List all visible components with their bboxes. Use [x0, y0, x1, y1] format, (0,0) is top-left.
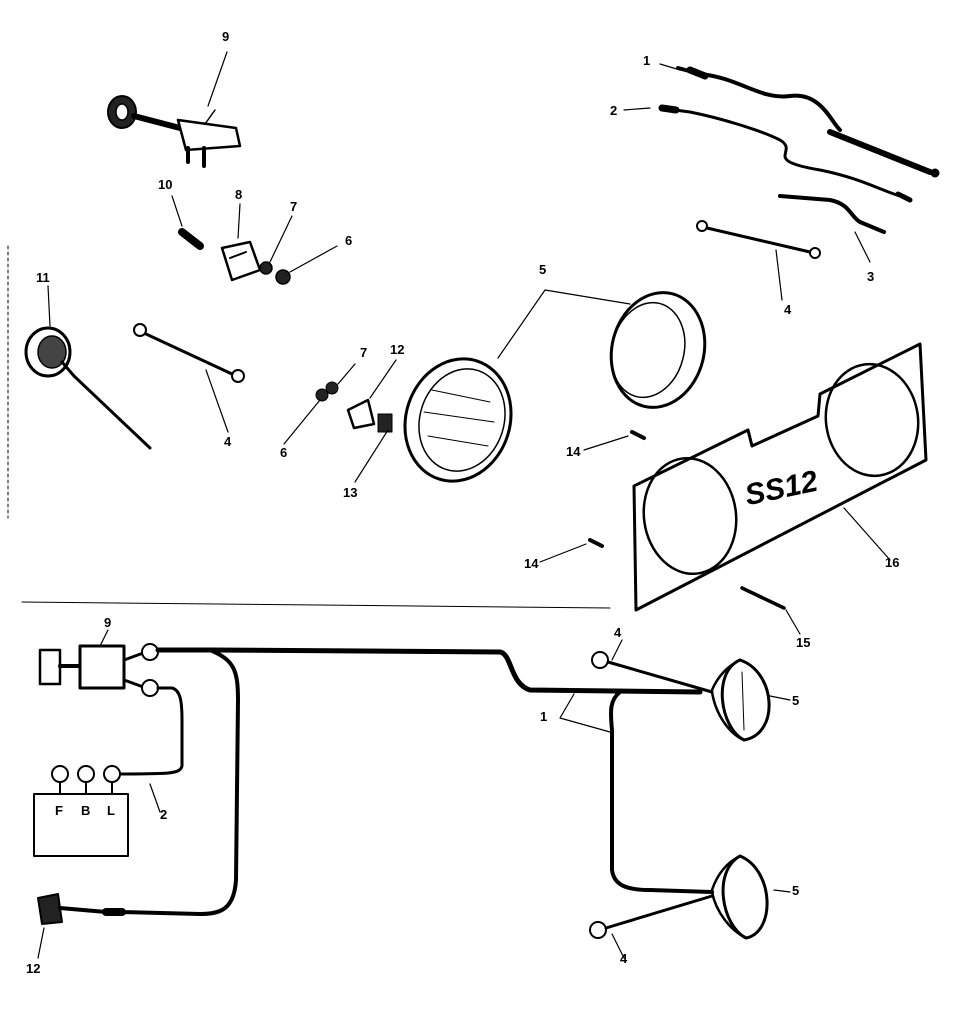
bolt-10	[178, 228, 204, 250]
callout-15: 15	[796, 635, 811, 650]
callout-13: 13	[343, 485, 358, 500]
callout-6-mid: 6	[280, 445, 288, 460]
callout-5-br2: 5	[792, 883, 800, 898]
callout-4-mid: 4	[224, 434, 232, 449]
callout-5-br1: 5	[792, 693, 800, 708]
callout-2-top: 2	[610, 103, 618, 118]
light-switch	[107, 95, 242, 168]
block-13	[377, 413, 393, 433]
callout-5-top: 5	[539, 262, 547, 277]
callout-12-mid: 12	[390, 342, 405, 357]
callout-4-top: 4	[784, 302, 792, 317]
callout-10: 10	[158, 177, 173, 192]
leader-lines-upper	[47, 51, 891, 635]
washer-6-mid	[315, 388, 329, 402]
callout-9-bottom: 9	[104, 615, 112, 630]
terminal-b: B	[81, 803, 91, 818]
callout-14-b: 14	[524, 556, 539, 571]
lamp-socket	[24, 326, 152, 450]
washer-6	[275, 269, 291, 285]
nut-7	[259, 261, 273, 275]
nut-7-mid	[325, 381, 339, 395]
callout-16: 16	[885, 555, 900, 570]
callout-12-bottom: 12	[26, 961, 41, 976]
callout-9-top: 9	[222, 29, 230, 44]
wiring-schematic	[33, 643, 771, 940]
callout-7-mid: 7	[360, 345, 368, 360]
divider	[21, 601, 611, 609]
callout-11: 11	[36, 270, 50, 285]
callout-8: 8	[235, 187, 243, 202]
callout-4-br2: 4	[620, 951, 628, 966]
callout-3: 3	[867, 269, 875, 284]
terminal-l: L	[107, 803, 115, 818]
callout-6-top: 6	[345, 233, 353, 248]
callout-7-top: 7	[290, 199, 298, 214]
wire-top	[696, 220, 821, 259]
lamp-rear	[609, 291, 707, 409]
lamp-panel	[632, 342, 928, 612]
screw-14-a	[630, 430, 646, 440]
callout-1-top: 1	[643, 53, 651, 68]
lamp-front	[403, 357, 513, 483]
wire-middle	[133, 323, 245, 383]
callout-4-br1: 4	[614, 625, 622, 640]
callout-2-bottom: 2	[160, 807, 168, 822]
clip-8	[220, 240, 262, 282]
callout-1-bottom: 1	[540, 709, 548, 724]
terminal-f: F	[55, 803, 63, 818]
ground-strap	[778, 194, 886, 234]
upper-harnesses	[658, 66, 940, 203]
screw-14-b	[588, 538, 604, 548]
bolt-15	[740, 586, 786, 610]
clip-12	[346, 398, 376, 430]
callout-14-a: 14	[566, 444, 581, 459]
leader-lines-lower	[37, 629, 791, 959]
